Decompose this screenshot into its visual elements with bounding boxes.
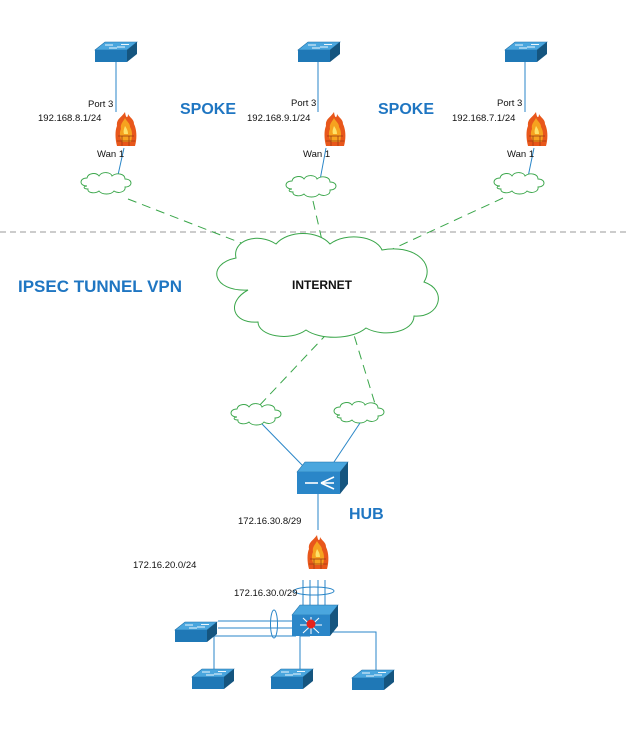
hub-dmz-subnet-label: 172.16.30.0/29	[234, 588, 297, 599]
hub-wan-subnet-label: 172.16.30.8/29	[238, 516, 301, 527]
core-switch-icon	[291, 604, 339, 636]
internet-label: INTERNET	[292, 278, 353, 292]
hub-cloud-icon	[230, 403, 282, 426]
lan-switch-icon	[191, 668, 235, 690]
spoke-switch-icon	[94, 41, 138, 63]
spoke-switch-icon	[504, 41, 548, 63]
hub-router-icon	[296, 461, 349, 494]
lan-switch-icon	[174, 621, 218, 643]
spoke-cloud-icon	[80, 172, 132, 195]
spoke-switch-icon	[297, 41, 341, 63]
spoke1-wan-label: Wan 1	[97, 149, 124, 160]
spoke-title: SPOKE	[180, 101, 236, 118]
spoke2-wan-label: Wan 1	[303, 149, 330, 160]
spoke-title: SPOKE	[378, 101, 434, 118]
lan-switch-icon	[270, 668, 314, 690]
spoke2-ip-label: 192.168.9.1/24	[247, 113, 310, 124]
internet-cloud-icon	[216, 233, 439, 338]
tunnel-title: IPSEC TUNNEL VPN	[18, 277, 182, 296]
hub-links	[213, 422, 377, 672]
spoke3-wan-label: Wan 1	[507, 149, 534, 160]
spoke-cloud-icon	[493, 172, 545, 195]
spoke2-port-label: Port 3	[291, 98, 316, 109]
spoke1-port-label: Port 3	[88, 99, 113, 110]
spoke3-port-label: Port 3	[497, 98, 522, 109]
spoke-firewall-icon	[324, 111, 346, 147]
hub-cloud-icon	[333, 401, 385, 424]
spoke-cloud-icon	[285, 175, 337, 198]
hub-firewall-icon	[307, 534, 329, 570]
hub-lan-subnet-label: 172.16.20.0/24	[133, 560, 196, 571]
lan-switch-icon	[351, 669, 395, 691]
spoke3-ip-label: 192.168.7.1/24	[452, 113, 515, 124]
spoke-links	[115, 62, 535, 181]
spoke1-ip-label: 192.168.8.1/24	[38, 113, 101, 124]
hub-title: HUB	[349, 506, 384, 523]
spoke-firewall-icon	[115, 111, 137, 147]
spoke-firewall-icon	[526, 111, 548, 147]
